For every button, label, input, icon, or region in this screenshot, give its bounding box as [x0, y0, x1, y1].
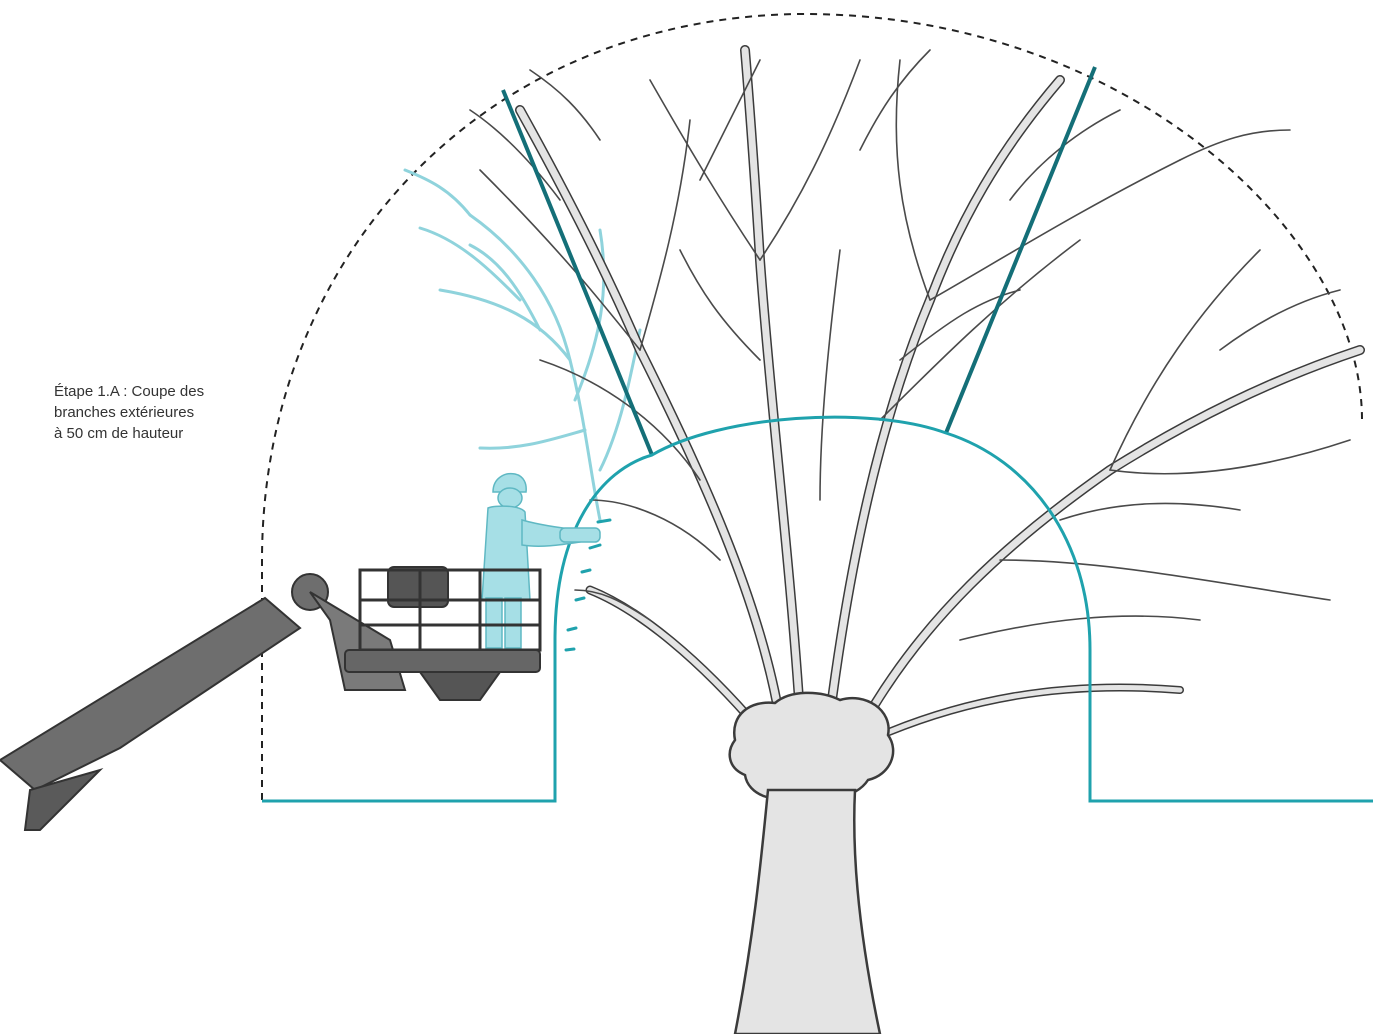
aerial-lift-icon — [0, 567, 540, 830]
removed-branches — [405, 170, 640, 520]
tree-trunk — [735, 790, 880, 1034]
pollard-head — [730, 693, 893, 799]
pollard-tree — [470, 50, 1360, 1034]
step-caption: Étape 1.A : Coupe des branches extérieur… — [54, 381, 254, 444]
